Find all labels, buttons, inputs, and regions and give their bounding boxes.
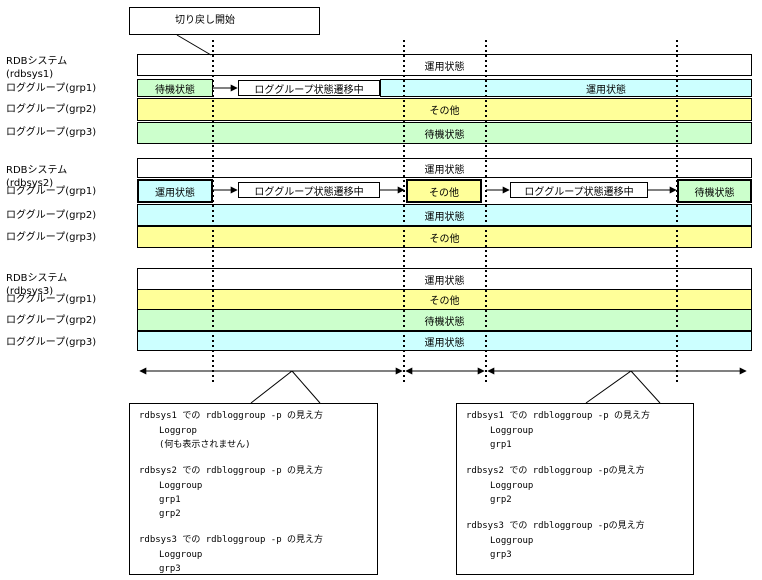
system-2-grp1-label: ロググループ(grp1) — [6, 186, 97, 197]
system-1-grp1-seg-a-text: 待機状態 — [155, 84, 195, 96]
system-2-grp2-state: 運用状態 — [424, 211, 465, 223]
system-1-grp3-state: 待機状態 — [424, 129, 465, 141]
notes-right-line: rdbsys2 での rdbloggroup -pの見え方 — [466, 466, 645, 476]
system-1-grp2-label: ロググループ(grp2) — [6, 104, 97, 115]
notes-left-line: grp1 — [159, 495, 181, 505]
callout-start-text: 切り戻し開始 — [175, 15, 235, 26]
system-3-grp1-state: その他 — [429, 296, 460, 307]
system-2-grp1-seg-a-text: 運用状態 — [155, 187, 195, 199]
system-1-grp3-bar: 待機状態 — [137, 122, 752, 144]
notes-right-box: rdbsys1 での rdbloggroup -p の見え方 Loggroup … — [456, 403, 694, 575]
system-2-grp1-seg-c: 待機状態 — [677, 179, 752, 203]
system-2-grp1-transition-2-text: ロググループ状態遷移中 — [524, 186, 634, 198]
notes-left-line: grp3 — [159, 564, 181, 574]
notes-right-line: rdbsys1 での rdbloggroup -p の見え方 — [466, 411, 651, 421]
system-2-grp1-seg-b-text: その他 — [429, 187, 459, 199]
notes-left-line: Loggroup — [159, 481, 203, 491]
system-2-grp1-seg-c-text: 待機状態 — [694, 187, 735, 199]
system-1-grp1-seg-b: 運用状態 — [380, 79, 752, 97]
system-1-grp1-transition-text: ロググループ状態遷移中 — [254, 84, 364, 96]
notes-left-leader-1 — [250, 370, 293, 404]
system-1-grp1-seg-b-text: 運用状態 — [586, 84, 626, 96]
system-3-grp3-bar: 運用状態 — [137, 331, 752, 351]
system-2-label: RDBシステム — [6, 165, 68, 176]
system-2-grp3-label: ロググループ(grp3) — [6, 232, 97, 243]
notes-left-box: rdbsys1 での rdbloggroup -p の見え方 Loggrop (… — [129, 403, 378, 575]
notes-right-leader-1 — [585, 370, 632, 404]
system-2-id: (rdbsys2) — [6, 178, 54, 189]
system-3-grp1-label: ロググループ(grp1) — [6, 294, 97, 305]
system-2-grp1-transition-text: ロググループ状態遷移中 — [254, 186, 364, 198]
system-2-grp3-state: その他 — [429, 233, 460, 245]
system-3-label: RDBシステム — [6, 273, 68, 284]
system-3-grp3-state: 運用状態 — [424, 337, 465, 349]
notes-left-leader-2 — [291, 370, 321, 404]
notes-left-line: Loggrop — [159, 426, 197, 436]
notes-left-line: Loggroup — [159, 550, 203, 560]
system-2-grp1-transition-2: ロググループ状態遷移中 — [510, 182, 648, 198]
notes-left-line: rdbsys1 での rdbloggroup -p の見え方 — [139, 411, 324, 421]
callout-start-leader — [176, 34, 212, 56]
notes-right-line: Loggroup — [490, 536, 534, 546]
system-2-state-text: 運用状態 — [424, 164, 465, 176]
system-2-grp3-bar: その他 — [137, 226, 752, 248]
system-1-grp2-bar: その他 — [137, 98, 752, 121]
notes-right-line: rdbsys3 での rdbloggroup -pの見え方 — [466, 521, 645, 531]
system-2-grp1-transition: ロググループ状態遷移中 — [238, 182, 380, 198]
notes-left-line: grp2 — [159, 509, 181, 519]
system-2-state-bar: 運用状態 — [137, 158, 752, 178]
system-1-grp1-transition: ロググループ状態遷移中 — [238, 80, 380, 96]
system-3-grp2-state: 待機状態 — [424, 316, 465, 328]
system-1-grp2-state: その他 — [429, 106, 460, 117]
notes-left-line: rdbsys3 での rdbloggroup -p の見え方 — [139, 535, 324, 545]
notes-right-line: grp2 — [490, 495, 512, 505]
system-3-state-text: 運用状態 — [424, 275, 465, 287]
notes-left-line: rdbsys2 での rdbloggroup -p の見え方 — [139, 466, 324, 476]
system-3-id: (rdbsys3) — [6, 286, 54, 297]
system-2-grp1-seg-a: 運用状態 — [137, 179, 213, 203]
system-2-grp1-seg-b: その他 — [406, 179, 482, 203]
notes-right-line: grp3 — [490, 550, 512, 560]
system-3-grp2-label: ロググループ(grp2) — [6, 315, 97, 326]
system-1-state-text: 運用状態 — [424, 61, 465, 73]
system-1-id: (rdbsys1) — [6, 69, 54, 80]
system-1-grp3-label: ロググループ(grp3) — [6, 127, 97, 138]
system-1-label: RDBシステム — [6, 56, 68, 67]
notes-left-line: (何も表示されません) — [159, 440, 251, 450]
system-2-grp2-label: ロググループ(grp2) — [6, 210, 97, 221]
system-3-grp3-label: ロググループ(grp3) — [6, 337, 97, 348]
system-2-grp2-bar: 運用状態 — [137, 204, 752, 226]
notes-right-line: grp1 — [490, 440, 512, 450]
notes-right-line: Loggroup — [490, 481, 534, 491]
system-1-state-bar: 運用状態 — [137, 54, 752, 76]
system-1-grp1-seg-a: 待機状態 — [137, 79, 213, 97]
notes-right-leader-2 — [630, 370, 661, 404]
system-1-grp1-label: ロググループ(grp1) — [6, 83, 97, 94]
system-3-grp2-bar: 待機状態 — [137, 309, 752, 331]
callout-start-box: 切り戻し開始 — [129, 7, 320, 35]
notes-right-line: Loggroup — [490, 426, 534, 436]
